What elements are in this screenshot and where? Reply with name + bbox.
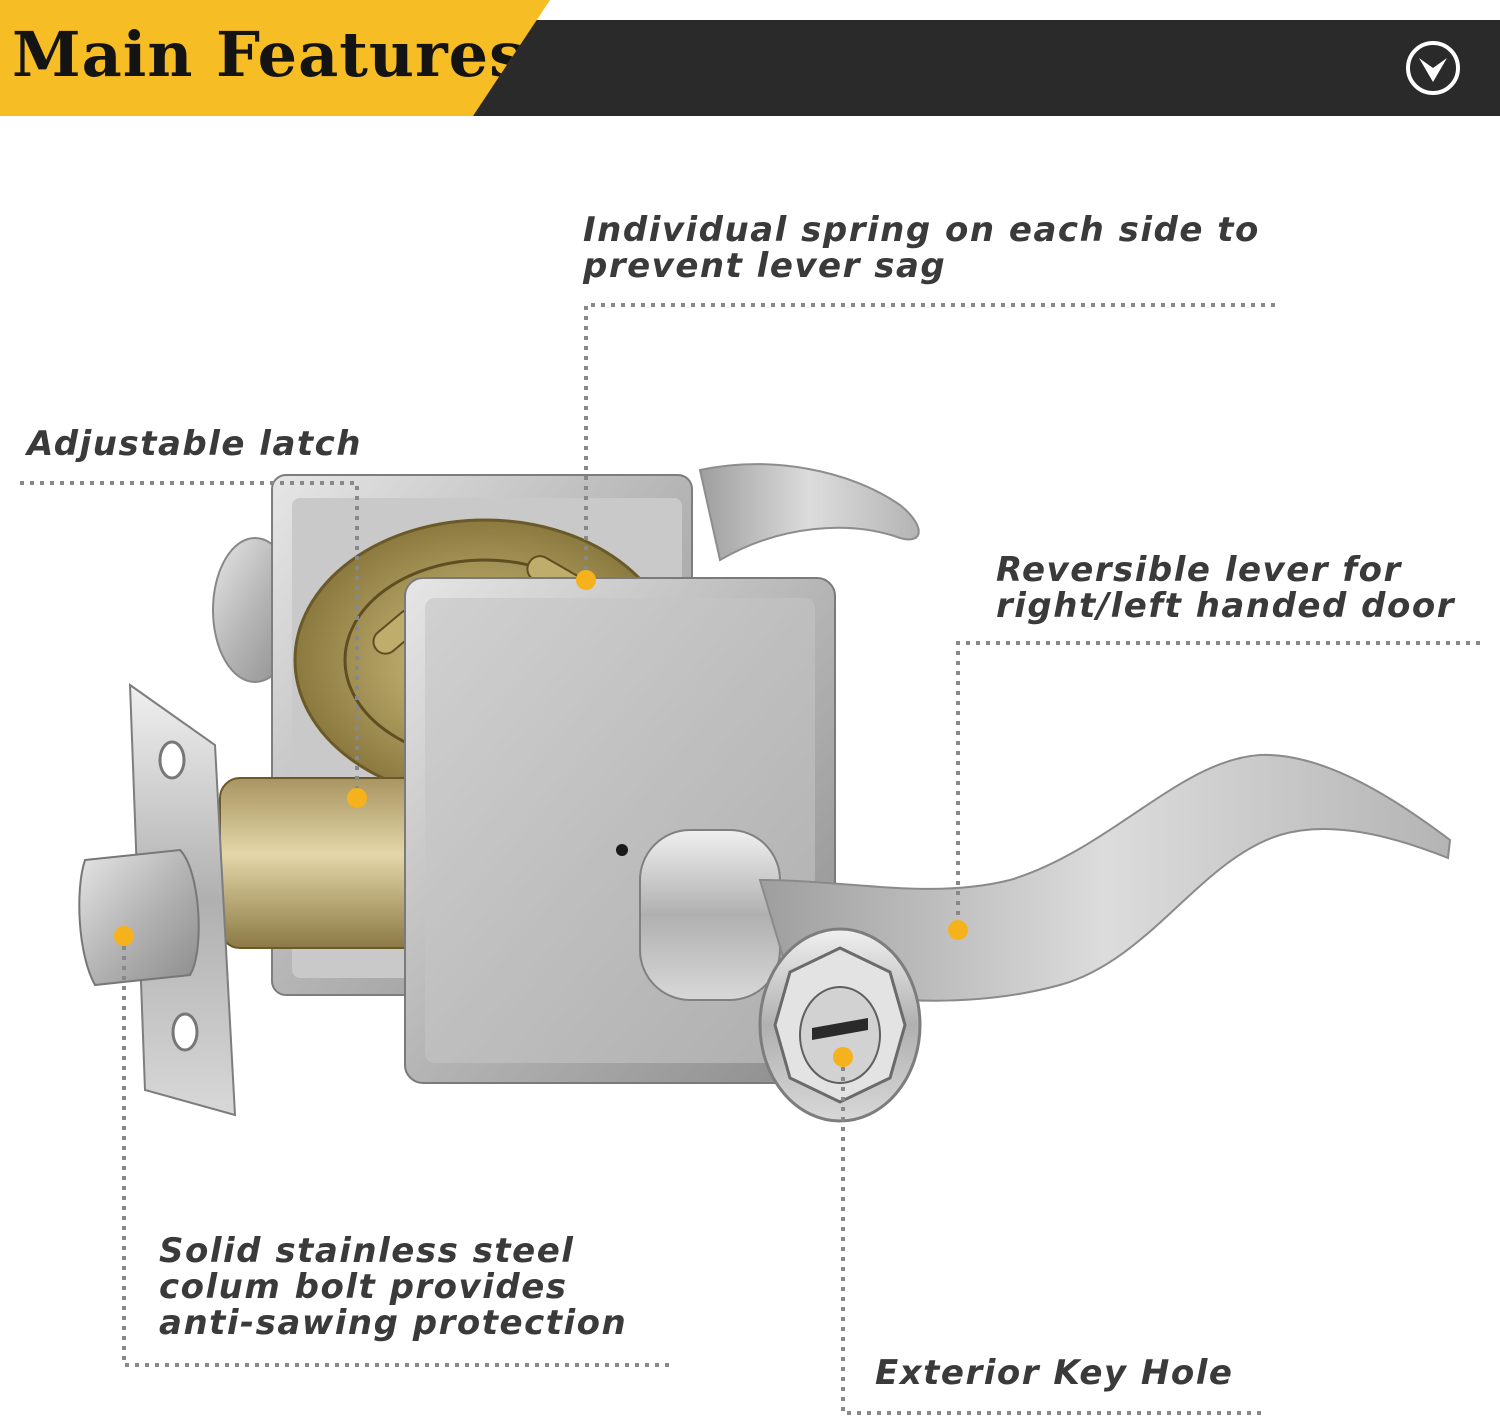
feature-text-line: Reversible lever for <box>996 550 1402 590</box>
feature-label-lever: Reversible lever for right/left handed d… <box>996 552 1455 624</box>
feature-label-spring: Individual spring on each side to preven… <box>583 212 1260 284</box>
feature-text-line: Exterior Key Hole <box>875 1353 1234 1393</box>
page-title: Main Features <box>12 18 525 91</box>
marker-keyhole <box>833 1047 853 1067</box>
feature-label-bolt: Solid stainless steel colum bolt provide… <box>159 1233 627 1341</box>
feature-text-line: Adjustable latch <box>27 424 362 464</box>
feature-text-line: Solid stainless steel <box>159 1231 575 1271</box>
marker-latch <box>347 788 367 808</box>
chevron-down-circle-icon[interactable] <box>1405 40 1461 96</box>
marker-spring <box>576 570 596 590</box>
header-title-tab: Main Features <box>0 0 550 116</box>
feature-label-keyhole: Exterior Key Hole <box>875 1355 1233 1391</box>
feature-text-line: Individual spring on each side to <box>583 210 1260 250</box>
feature-text-line: prevent lever sag <box>583 246 947 286</box>
feature-text-line: right/left handed door <box>996 586 1455 626</box>
feature-text-line: colum bolt provides <box>159 1267 568 1307</box>
marker-bolt <box>114 926 134 946</box>
feature-text-line: anti-sawing protection <box>159 1303 628 1343</box>
feature-label-latch: Adjustable latch <box>27 426 362 462</box>
marker-lever <box>948 920 968 940</box>
